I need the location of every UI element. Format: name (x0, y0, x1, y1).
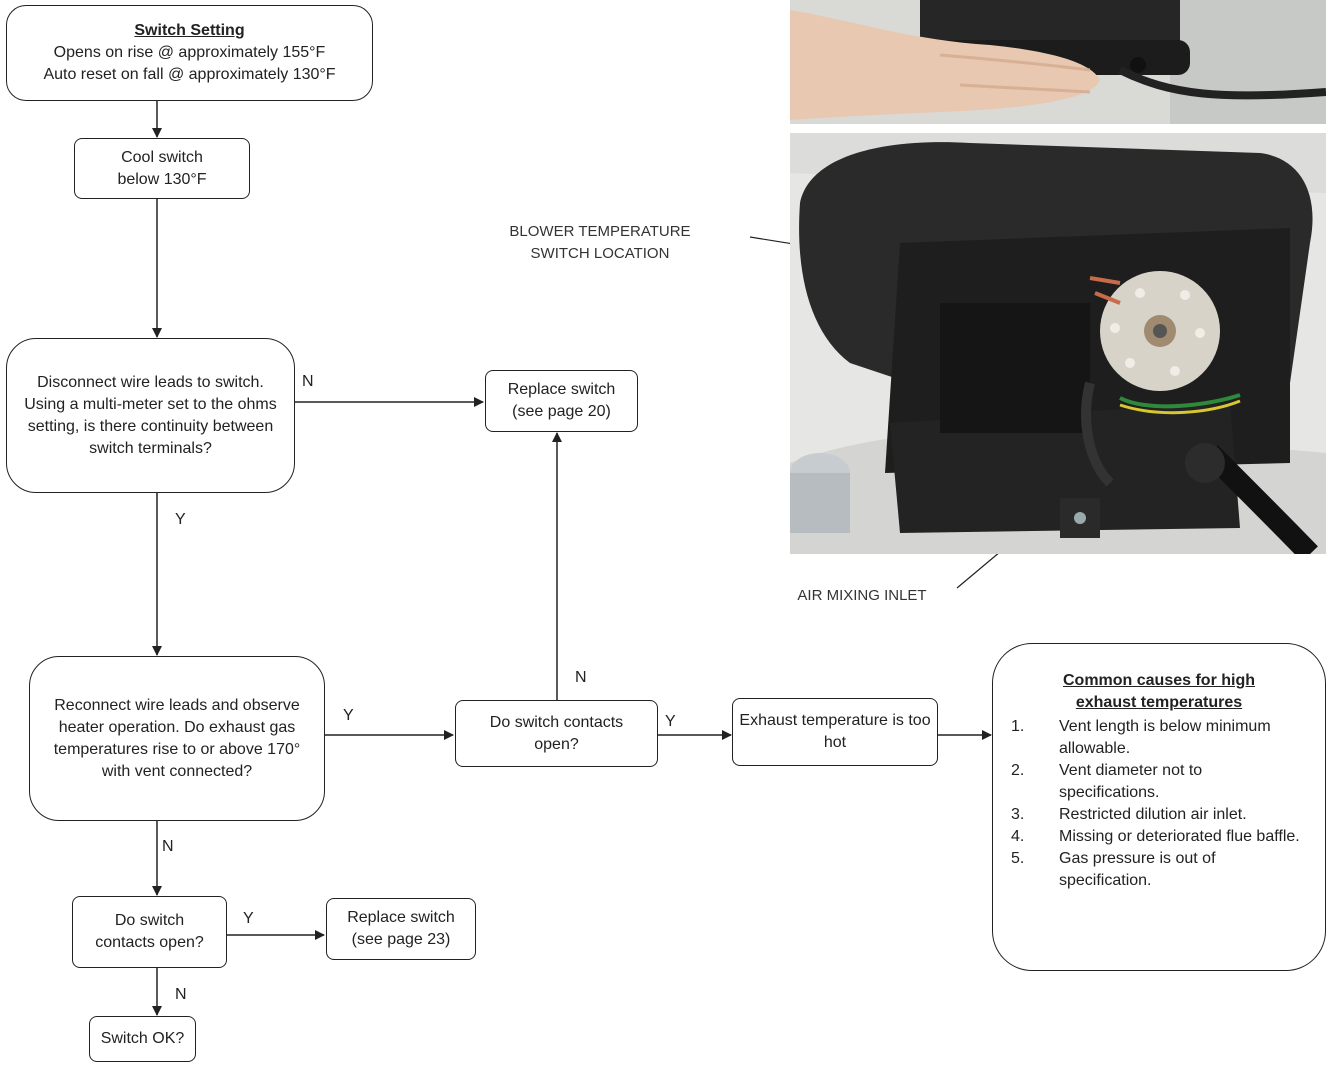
label-n-contacts-2: N (175, 986, 187, 1003)
switch-setting-box: Switch Setting Opens on rise @ approxima… (6, 5, 373, 101)
blower-temp-callout: BLOWER TEMPERATURE SWITCH LOCATION (509, 223, 691, 262)
contacts-open-1-box: Do switch contacts open? (455, 700, 658, 767)
common-causes-list: 1.Vent length is below minimum allowable… (1011, 716, 1307, 892)
cool-switch-text: Cool switch below 130°F (117, 148, 207, 188)
reconnect-box: Reconnect wire leads and observe heater … (29, 656, 325, 821)
switch-ok-text: Switch OK? (100, 1030, 185, 1047)
cause-item: 2.Vent diameter not to specifications. (1011, 762, 1203, 801)
switch-ok-box: Switch OK? (89, 1016, 196, 1062)
label-y-contacts-2: Y (243, 910, 254, 927)
cause-item: 3.Restricted dilution air inlet. (1011, 806, 1247, 823)
blower-switch-image (790, 133, 1326, 554)
exhaust-hot-box: Exhaust temperature is too hot (732, 698, 938, 766)
common-causes-title: Common causes for high exhaust temperatu… (1062, 672, 1256, 711)
contacts-open-1-text: Do switch contacts open? (489, 713, 624, 753)
disconnect-text: Disconnect wire leads to switch. Using a… (24, 373, 277, 457)
cause-item: 4.Missing or deteriorated flue baffle. (1011, 828, 1300, 845)
cool-switch-box: Cool switch below 130°F (74, 138, 250, 199)
replace-switch-20-text: Replace switch (see page 20) (507, 381, 616, 420)
switch-setting-line2: Auto reset on fall @ approximately 130°F (43, 66, 336, 83)
cause-item: 5.Gas pressure is out of specification. (1011, 850, 1216, 889)
label-y-disconnect: Y (175, 511, 186, 528)
blower-hand-image (790, 0, 1326, 124)
switch-setting-title: Switch Setting (134, 22, 245, 39)
label-n-reconnect: N (162, 838, 174, 855)
air-mixing-callout: AIR MIXING INLET (797, 587, 927, 604)
common-causes-box: Common causes for high exhaust temperatu… (992, 643, 1326, 971)
contacts-open-2-box: Do switch contacts open? (72, 896, 227, 968)
label-y-reconnect: Y (343, 707, 354, 724)
reconnect-text: Reconnect wire leads and observe heater … (53, 696, 301, 780)
blower-photo-main (790, 133, 1326, 554)
cause-item: 1.Vent length is below minimum allowable… (1011, 718, 1271, 757)
exhaust-hot-text: Exhaust temperature is too hot (739, 712, 931, 751)
disconnect-box: Disconnect wire leads to switch. Using a… (6, 338, 295, 493)
replace-switch-23-text: Replace switch (see page 23) (347, 909, 455, 948)
label-n-contacts-1: N (575, 669, 587, 686)
label-n-disconnect: N (302, 373, 314, 390)
switch-setting-line1: Opens on rise @ approximately 155°F (53, 44, 326, 61)
replace-switch-23-box: Replace switch (see page 23) (326, 898, 476, 960)
replace-switch-20-box: Replace switch (see page 20) (485, 370, 638, 432)
blower-photo-top (790, 0, 1326, 124)
label-y-contacts-1: Y (665, 713, 676, 730)
contacts-open-2-text: Do switch contacts open? (95, 912, 204, 951)
